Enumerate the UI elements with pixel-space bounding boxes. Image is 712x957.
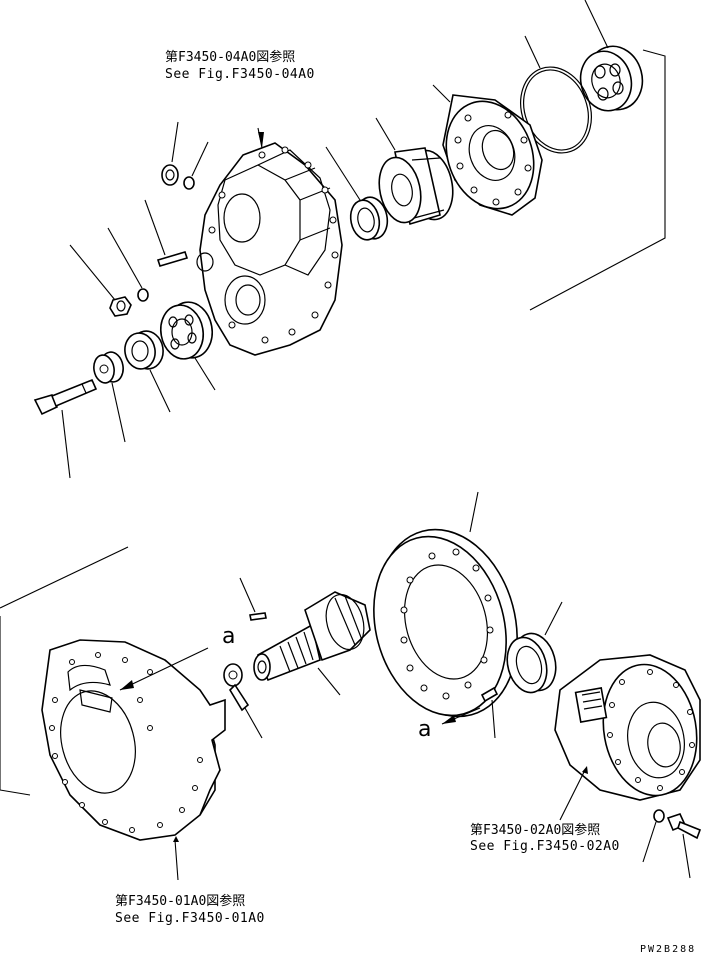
gear-pin <box>480 686 499 739</box>
rear-bearing <box>579 0 644 112</box>
oil-seal <box>124 330 171 413</box>
lower-frame-lines <box>0 546 129 796</box>
flange-bolt <box>33 378 98 479</box>
differential-reference-note: 第F3450-02A0図参照 See Fig.F3450-02A0 <box>470 822 620 854</box>
upper-reference-jp: 第F3450-04A0図参照 <box>165 49 295 65</box>
hex-nut <box>69 244 132 317</box>
arrow-a-left: a <box>119 624 235 691</box>
drain-plug <box>223 663 263 739</box>
upper-frame-lines <box>529 49 666 311</box>
label-a-left: a <box>222 624 235 649</box>
upper-reference-en: See Fig.F3450-04A0 <box>165 67 315 82</box>
ring-gear <box>373 491 518 718</box>
differential-reference-jp: 第F3450-02A0図参照 <box>470 822 600 838</box>
transfer-case-housing <box>196 127 343 356</box>
differential-reference-en: See Fig.F3450-02A0 <box>470 839 620 854</box>
lower-reference-en: See Fig.F3450-01A0 <box>115 911 265 926</box>
coupling-flange <box>93 351 126 443</box>
nut <box>161 121 179 186</box>
dowel-pin <box>144 199 189 267</box>
case-bolt <box>666 813 702 879</box>
front-bearing <box>159 301 216 391</box>
lower-reference-jp: 第F3450-01A0図参照 <box>115 893 245 909</box>
washer-lower <box>107 227 149 302</box>
drawing-code: PW2B288 <box>640 944 696 955</box>
lower-reference-note: 第F3450-01A0図参照 See Fig.F3450-01A0 <box>115 893 265 926</box>
differential-bearing-race <box>506 601 563 694</box>
washer-small <box>183 141 209 190</box>
arrow-a-right: a <box>418 707 481 742</box>
differential-case <box>554 654 701 821</box>
pinion-key <box>239 577 267 621</box>
drive-pinion <box>253 591 371 696</box>
case-washer <box>642 809 665 863</box>
tapered-roller-bearing <box>375 117 454 226</box>
differential-carrier-housing <box>41 639 226 881</box>
bearing-cage <box>432 84 543 216</box>
upper-reference-note: 第F3450-04A0図参照 See Fig.F3450-04A0 <box>165 49 315 82</box>
label-a-right: a <box>418 717 431 742</box>
bearing-race <box>325 146 389 241</box>
